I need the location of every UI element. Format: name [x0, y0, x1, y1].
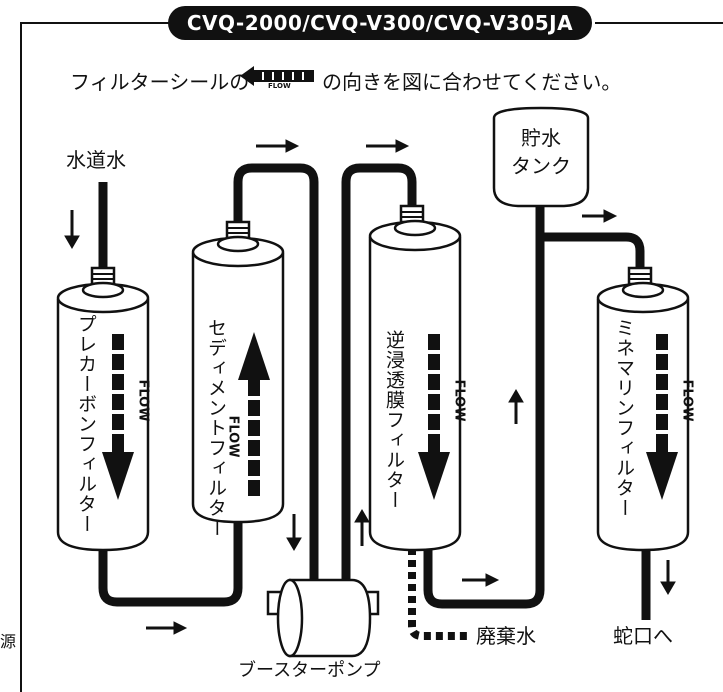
filter-cap-mineral — [627, 266, 653, 286]
legend-flow-word: FLOW — [268, 82, 291, 90]
arrow-bottom-left — [146, 621, 188, 635]
model-title: CVQ-2000/CVQ-V300/CVQ-V305JA — [168, 6, 592, 40]
arrow-down-to-pump — [286, 514, 302, 551]
arrow-to-tank-right — [462, 573, 500, 587]
water-inlet-label: 水道水 — [66, 148, 126, 172]
frame-border — [20, 22, 723, 692]
pipe-sediment-to-pump — [233, 163, 319, 617]
filter-cap-ro — [399, 204, 425, 224]
flow-word-ro: FLOW — [451, 379, 467, 422]
booster-pump — [266, 578, 380, 658]
pipe-ro-to-tank — [423, 206, 545, 609]
flow-word-mineral: FLOW — [679, 379, 695, 422]
flow-word-sediment: FLOW — [225, 415, 241, 458]
arrow-inlet-down — [64, 210, 80, 249]
arrow-outlet-down — [660, 560, 676, 595]
flow-sticker-sediment — [238, 332, 270, 496]
filter-mineral — [596, 266, 690, 552]
outlet-label: 蛇口へ — [613, 624, 673, 648]
arrow-up-to-tank — [508, 389, 524, 424]
arrow-up-from-pump — [354, 509, 370, 546]
filter-label-mineral: ミネマリンフィルター — [613, 318, 635, 518]
filter-cap-precarbon — [90, 266, 116, 286]
pipe-tank-to-mineral — [540, 232, 645, 272]
waste-water-label: 廃棄水 — [476, 624, 536, 648]
flow-sticker-precarbon — [102, 334, 134, 500]
pipe-precarbon-to-sediment — [98, 520, 243, 607]
flow-arrows — [64, 139, 676, 635]
waste-water-line — [408, 548, 468, 640]
arrow-top-2 — [366, 139, 410, 153]
side-mark: 源 — [0, 632, 17, 651]
tank-label-line1: 貯水 — [521, 126, 561, 150]
filter-sediment — [191, 220, 285, 524]
pump-label: ブースターポンプ — [238, 660, 381, 681]
arrow-top-1 — [256, 139, 300, 153]
tank-label-line2: タンク — [511, 154, 571, 178]
filter-label-sediment: セディメントフィルター — [205, 318, 227, 538]
filter-precarbon — [56, 266, 150, 552]
legend-flow-sticker-icon — [240, 66, 314, 86]
flow-sticker-mineral — [646, 334, 678, 500]
filter-label-precarbon: プレカーボンフィルター — [75, 314, 97, 534]
instruction-before: フィルターシールの — [70, 70, 250, 94]
filter-cap-sediment — [225, 220, 251, 240]
flow-word-precarbon: FLOW — [135, 379, 151, 422]
arrow-tank-right — [582, 209, 618, 223]
instruction-after: の向きを図に合わせてください。 — [322, 70, 622, 94]
flow-sticker-ro — [418, 334, 450, 500]
filter-label-ro: 逆浸透膜フィルター — [383, 330, 405, 510]
storage-tank — [492, 106, 590, 208]
